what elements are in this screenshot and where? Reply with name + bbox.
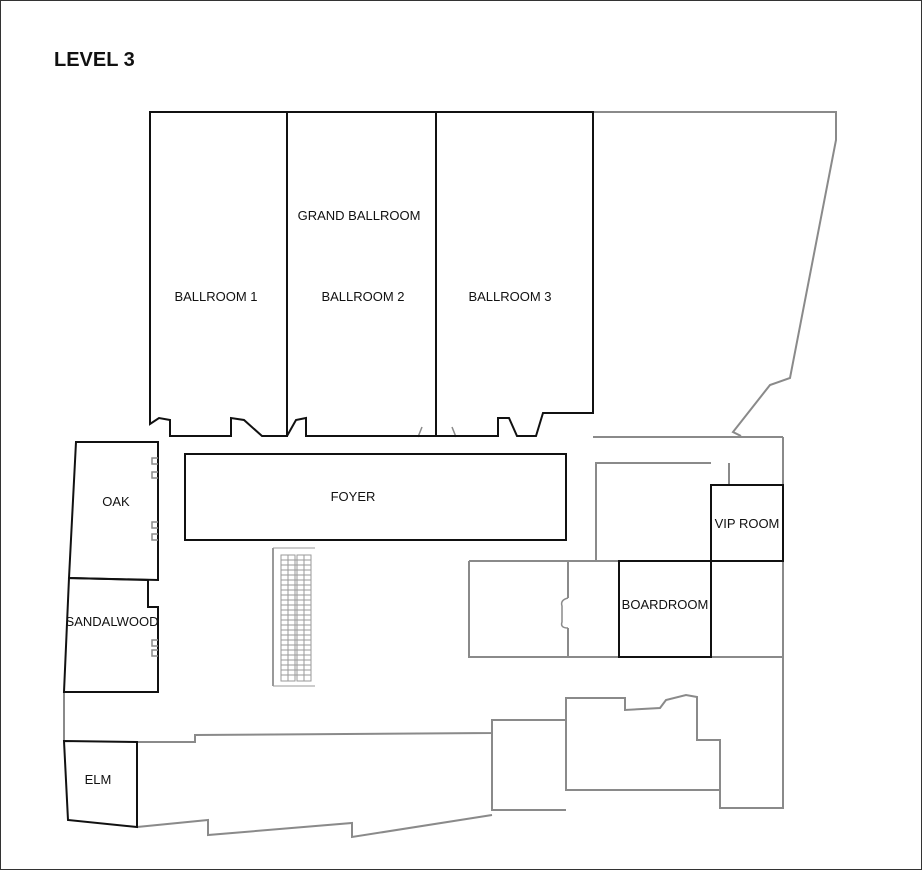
room-ballroom-1[interactable]: BALLROOM 1 bbox=[149, 111, 288, 437]
room-vip[interactable]: VIP ROOM bbox=[710, 484, 784, 562]
room-elm[interactable]: ELM bbox=[62, 739, 138, 829]
room-sandalwood[interactable]: SANDALWOOD bbox=[62, 576, 159, 693]
elm-label: ELM bbox=[85, 772, 112, 787]
room-boardroom[interactable]: BOARDROOM bbox=[618, 560, 712, 658]
room-ballroom-2[interactable]: GRAND BALLROOM BALLROOM 2 bbox=[286, 111, 437, 437]
oak-label: OAK bbox=[102, 494, 130, 509]
escalator bbox=[272, 547, 315, 687]
ballroom-2-label: BALLROOM 2 bbox=[321, 289, 404, 304]
grand-ballroom-label: GRAND BALLROOM bbox=[298, 208, 421, 223]
room-ballroom-3[interactable]: BALLROOM 3 bbox=[436, 111, 594, 437]
room-oak[interactable]: OAK bbox=[67, 441, 159, 582]
sandalwood-label: SANDALWOOD bbox=[66, 614, 159, 629]
building-outline bbox=[63, 111, 837, 839]
foyer-label: FOYER bbox=[331, 489, 376, 504]
room-foyer[interactable]: FOYER bbox=[184, 453, 567, 541]
boardroom-label: BOARDROOM bbox=[622, 597, 709, 612]
ballroom-1-label: BALLROOM 1 bbox=[174, 289, 257, 304]
vip-room-label: VIP ROOM bbox=[715, 516, 780, 531]
ballroom-3-label: BALLROOM 3 bbox=[468, 289, 551, 304]
level-title: LEVEL 3 bbox=[54, 49, 135, 71]
